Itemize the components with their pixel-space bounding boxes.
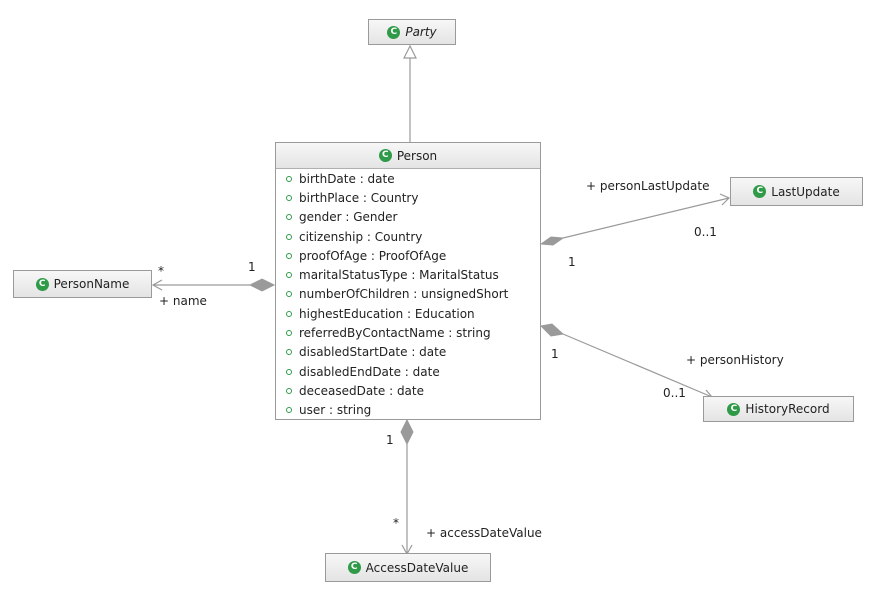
multiplicity-name-source: 1 [248,260,256,274]
multiplicity-last-update-target: 0..1 [694,225,717,239]
class-icon: C [347,561,361,574]
role-label-last-update: + personLastUpdate [586,179,710,193]
class-name-last-update: LastUpdate [771,184,840,199]
multiplicity-access-date-target: * [393,516,399,530]
role-label-access-date: + accessDateValue [426,526,542,540]
class-icon: C [378,149,392,162]
attribute-icon [286,175,292,182]
navigation-arrow-name [151,279,163,291]
attribute-text: disabledStartDate : date [299,345,447,360]
class-icon: C [35,277,49,291]
class-name-party: Party [405,25,437,39]
class-last-update[interactable]: C LastUpdate [730,177,863,206]
attribute-text: maritalStatusType : MaritalStatus [299,268,499,283]
attribute-text: birthDate : date [299,171,395,186]
class-history-record[interactable]: C HistoryRecord [703,396,854,422]
attribute-text: highestEducation : Education [299,306,475,321]
attribute-text: deceasedDate : date [299,383,424,398]
multiplicity-name-target: * [158,264,164,278]
attribute-row[interactable]: referredByContactName : string [276,323,540,342]
composition-diamond-access-date [400,418,414,446]
attribute-icon [286,368,292,375]
class-party[interactable]: C Party [368,19,456,45]
attribute-text: gender : Gender [299,210,398,225]
attribute-icon [286,387,292,394]
navigation-arrow-last-update [719,193,731,206]
class-person[interactable]: C Person birthDate : date birthPlace : C… [275,142,541,420]
class-name-person: Person [396,148,438,163]
attribute-row[interactable]: deceasedDate : date [276,381,540,400]
attribute-icon [286,233,292,240]
attribute-row[interactable]: highestEducation : Education [276,304,540,323]
class-access-date-value[interactable]: C AccessDateValue [325,553,491,582]
attribute-text: numberOfChildren : unsignedShort [299,287,509,302]
class-icon: C [753,185,767,198]
attribute-icon [286,310,292,317]
composition-diamond-history [539,323,565,337]
multiplicity-history-target: 0..1 [663,386,686,400]
class-name-history-record: HistoryRecord [745,402,830,416]
attribute-text: proofOfAge : ProofOfAge [299,248,447,263]
attribute-list: birthDate : date birthPlace : Country ge… [276,169,540,420]
attribute-icon [286,330,292,337]
composition-diamond-name [248,278,276,292]
attribute-row[interactable]: maritalStatusType : MaritalStatus [276,265,540,284]
composition-diamond-last-update [539,236,565,246]
role-label-name: + name [159,294,207,308]
attribute-icon [286,272,292,279]
attribute-row[interactable]: disabledStartDate : date [276,343,540,362]
attribute-icon [286,349,292,356]
generalization-arrowhead [403,44,417,59]
attribute-row[interactable]: gender : Gender [276,208,540,227]
attribute-text: user : string [299,403,372,418]
role-label-history: + personHistory [686,353,784,367]
attribute-text: birthPlace : Country [299,190,419,205]
attribute-row[interactable]: proofOfAge : ProofOfAge [276,246,540,265]
multiplicity-history-source: 1 [551,347,559,361]
class-person-name[interactable]: C PersonName [13,270,152,298]
multiplicity-last-update-source: 1 [568,255,576,269]
attribute-icon [286,407,292,414]
attribute-text: disabledEndDate : date [299,364,440,379]
association-line-history[interactable] [562,333,713,398]
association-line-last-update[interactable] [562,197,730,239]
attribute-row[interactable]: disabledEndDate : date [276,362,540,381]
attribute-row[interactable]: numberOfChildren : unsignedShort [276,285,540,304]
class-name-access-date-value: AccessDateValue [365,560,469,575]
class-icon: C [727,402,741,416]
multiplicity-access-date-source: 1 [386,433,394,447]
attribute-row[interactable]: user : string [276,401,540,420]
attribute-icon [286,291,292,298]
attribute-row[interactable]: birthDate : date [276,169,540,188]
attribute-row[interactable]: citizenship : Country [276,227,540,246]
class-person-header: C Person [276,143,540,169]
attribute-icon [286,214,292,221]
attribute-icon [286,194,292,201]
class-icon: C [387,25,401,39]
attribute-row[interactable]: birthPlace : Country [276,188,540,207]
attribute-icon [286,252,292,259]
attribute-text: citizenship : Country [299,229,423,244]
class-name-person-name: PersonName [53,277,130,291]
attribute-text: referredByContactName : string [299,326,491,341]
